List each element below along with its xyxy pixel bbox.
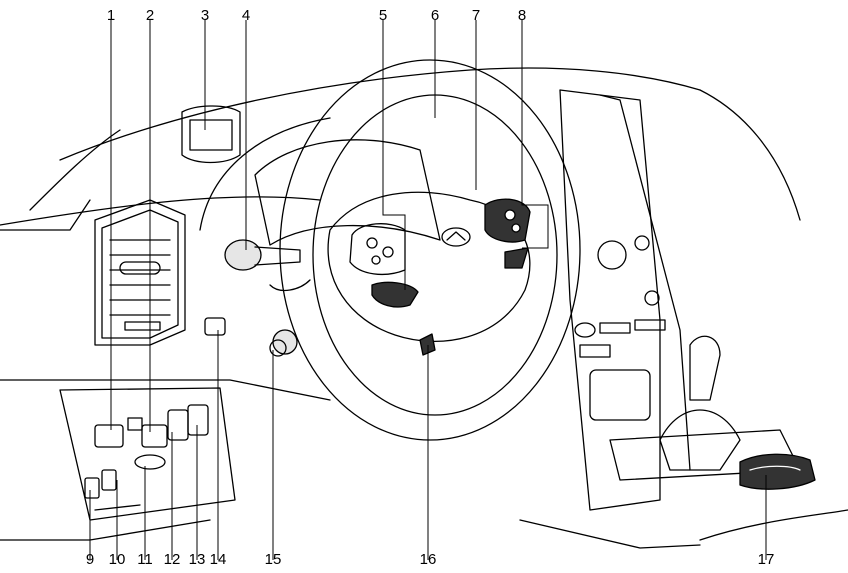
- callout-10: 10: [105, 552, 129, 568]
- knee-panel: [60, 388, 235, 520]
- callout-4: 4: [234, 8, 258, 24]
- dashboard-top-line: [60, 68, 700, 160]
- switch-panel-upper: [95, 405, 208, 447]
- callout-16: 16: [416, 552, 440, 568]
- callout-9: 9: [78, 552, 102, 568]
- callout-5: 5: [371, 8, 395, 24]
- side-defroster-vent: [182, 106, 240, 163]
- callout-12: 12: [160, 552, 184, 568]
- callout-7: 7: [464, 8, 488, 24]
- left-floor-line: [0, 520, 210, 540]
- headlight-turn-stalk: [225, 240, 310, 290]
- callout-15: 15: [261, 552, 285, 568]
- callout-14: 14: [206, 552, 230, 568]
- right-upper-trim: [700, 90, 800, 220]
- floor-right: [520, 520, 700, 548]
- callout-17: 17: [754, 552, 778, 568]
- callout-2: 2: [138, 8, 162, 24]
- switch-panel-lower: [85, 455, 165, 510]
- callout-8: 8: [510, 8, 534, 24]
- left-air-vent: [95, 200, 185, 345]
- callout-1: 1: [99, 8, 123, 24]
- left-spoke-switches: [350, 224, 418, 307]
- leader-lines: [90, 20, 766, 560]
- dashboard-upper: [0, 197, 320, 225]
- shift-boot: [660, 410, 740, 470]
- console-switch: [740, 454, 815, 489]
- infiniti-emblem: [442, 228, 470, 246]
- steering-wheel-outer: [280, 60, 580, 440]
- hvac-controls: [575, 236, 665, 357]
- callout-3: 3: [193, 8, 217, 24]
- left-lower-panel: [0, 380, 330, 400]
- left-pillar: [0, 200, 90, 230]
- shift-lever: [690, 336, 720, 400]
- console-rear: [700, 510, 848, 540]
- callout-6: 6: [423, 8, 447, 24]
- right-spoke-switches: [485, 199, 530, 268]
- ignition-switch: [270, 330, 297, 356]
- callout-11: 11: [133, 552, 157, 568]
- hood-release-button: [205, 318, 225, 335]
- cup-holder: [590, 370, 650, 420]
